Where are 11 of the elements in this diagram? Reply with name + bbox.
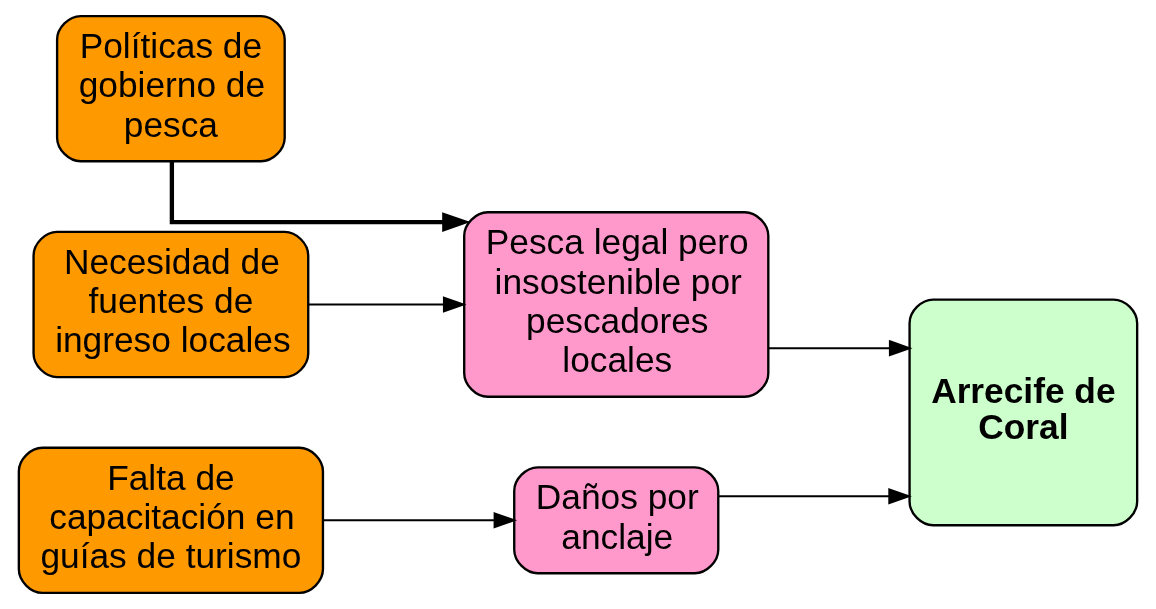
node-box: Necesidad de fuentes de ingreso locales [32,230,310,379]
arrow [717,488,912,505]
node-box: Daños por anclaje [513,466,720,575]
arrow [307,296,467,313]
node-box: Falta de capacitación en guías de turismo [17,446,325,595]
node-box: Políticas de gobierno de pesca [55,14,286,163]
arrow [169,161,471,232]
node-box: Arrecife de Coral [908,298,1139,527]
arrow [322,512,518,529]
arrow [767,339,913,357]
node-box: Pesca legal pero insostenible por pescadores locales [463,211,770,398]
